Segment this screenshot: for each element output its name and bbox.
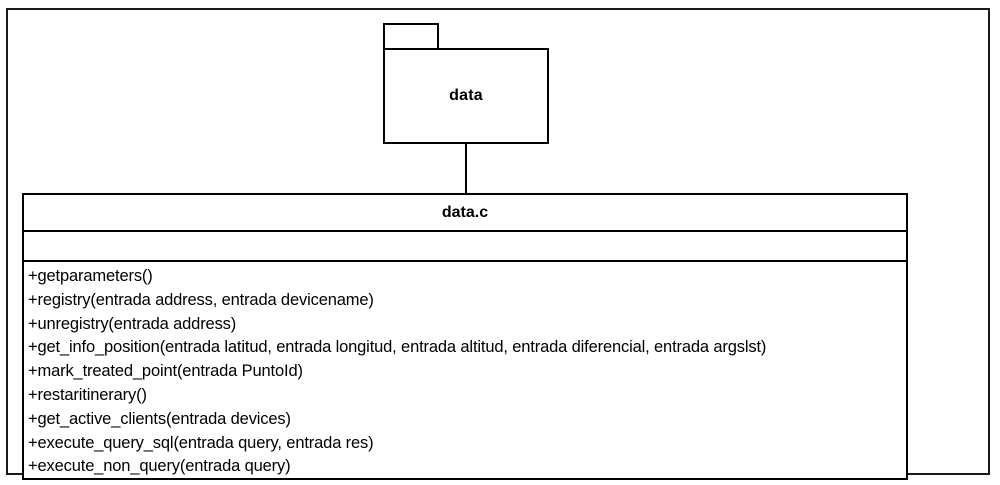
operation-row: +restaritinerary() [28,385,147,404]
operation-row: +getparameters() [28,267,153,285]
operation-row: +get_active_clients(entrada devices) [28,409,291,428]
operation-row: +unregistry(entrada address) [28,314,237,333]
package-body: data [383,48,549,144]
diagram-frame: data data.c +getparameters() +registry(e… [6,8,990,480]
package-name-label: data [449,87,483,104]
class-name-compartment: data.c [24,195,906,232]
class-operations-compartment: +getparameters() +registry(entrada addre… [24,262,906,479]
uml-class-data-c[interactable]: data.c +getparameters() +registry(entrad… [22,193,908,480]
operation-row: +registry(entrada address, entrada devic… [28,290,374,309]
operation-row: +execute_query_sql(entrada query, entrad… [28,433,374,452]
class-attributes-compartment [24,232,906,262]
package-class-connector-line [465,143,467,194]
package-tab [383,23,439,48]
operation-row: +get_info_position(entrada latitud, entr… [28,338,767,357]
operation-row: +execute_non_query(entrada query) [28,457,291,476]
class-name-label: data.c [441,203,489,221]
operation-row: +mark_treated_point(entrada PuntoId) [28,362,303,381]
uml-package-data[interactable]: data [383,23,549,144]
